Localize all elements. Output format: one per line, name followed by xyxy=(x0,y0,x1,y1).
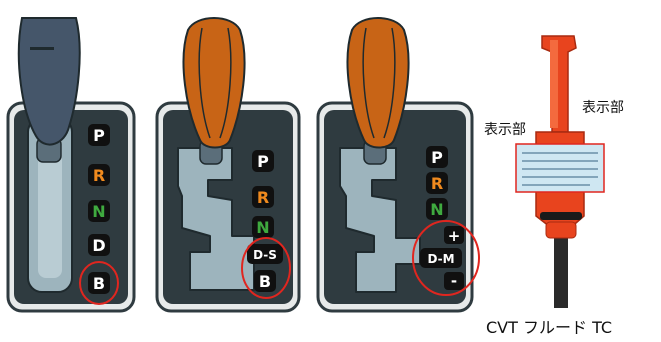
svg-text:B: B xyxy=(259,272,271,291)
callout-left: 表示部 xyxy=(484,122,526,138)
gate-label-p: P xyxy=(252,150,274,172)
shifter-panel-b: P R N D-S B xyxy=(155,17,301,313)
gate-label-plus: + xyxy=(444,226,464,245)
shifter-panel-a: P R N D B xyxy=(6,17,136,313)
cvt-fluid-dipstick: 表示部 表示部 CVT フルード TC xyxy=(484,35,624,337)
svg-text:R: R xyxy=(93,166,105,185)
gate-channel-c xyxy=(339,147,421,293)
gate-label-b: B xyxy=(88,272,110,294)
svg-text:D-M: D-M xyxy=(427,252,454,266)
svg-text:N: N xyxy=(430,200,443,219)
gate-label-p: P xyxy=(88,124,110,146)
shifter-panel-c: P R N + D-M - xyxy=(316,17,480,313)
svg-text:D-S: D-S xyxy=(253,248,277,262)
gate-label-r: R xyxy=(252,186,274,208)
gate-label-n: N xyxy=(252,216,274,238)
gate-label-r: R xyxy=(88,164,110,186)
gate-label-n: N xyxy=(88,200,110,222)
gate-label-minus: - xyxy=(444,272,464,290)
gate-label-ds: D-S xyxy=(247,244,283,264)
svg-text:P: P xyxy=(431,148,443,167)
svg-text:+: + xyxy=(448,227,461,245)
svg-text:N: N xyxy=(92,202,105,221)
gate-label-r: R xyxy=(426,172,448,194)
svg-text:R: R xyxy=(431,174,443,193)
svg-text:D: D xyxy=(92,236,105,255)
svg-text:R: R xyxy=(257,188,269,207)
callout-right: 表示部 xyxy=(582,100,624,116)
gate-label-d: D xyxy=(88,234,110,256)
svg-text:N: N xyxy=(256,218,269,237)
gate-label-b: B xyxy=(254,270,276,292)
gate-label-dm: D-M xyxy=(420,248,462,268)
gate-channel-b xyxy=(177,147,255,291)
gate-label-n: N xyxy=(426,198,448,220)
gate-label-p: P xyxy=(426,146,448,168)
highlight-circle-b xyxy=(79,261,119,305)
display-label-panel xyxy=(515,143,605,193)
svg-text:P: P xyxy=(93,126,105,145)
svg-text:B: B xyxy=(93,274,105,293)
svg-text:P: P xyxy=(257,152,269,171)
dipstick-caption: CVT フルード TC xyxy=(486,318,612,337)
svg-text:-: - xyxy=(451,272,457,290)
highlight-circle-ds-b xyxy=(241,237,291,299)
highlight-circle-dm-c xyxy=(412,220,480,296)
